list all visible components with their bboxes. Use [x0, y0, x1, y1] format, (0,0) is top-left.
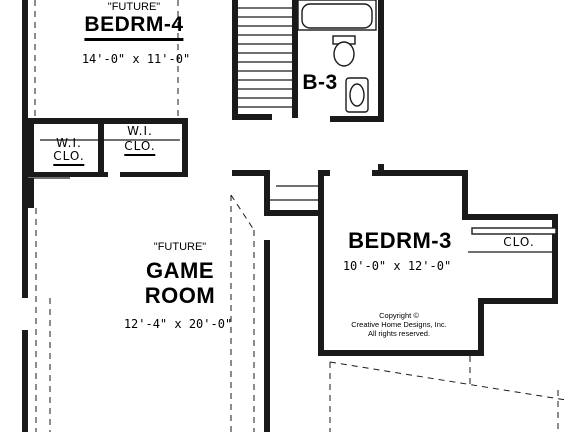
wall-left-exterior — [22, 0, 28, 298]
wall-bedrm3-south — [318, 350, 484, 356]
wall-closet-divider — [98, 124, 104, 174]
wall-left-lower — [22, 330, 28, 432]
wall-bedrm3-west — [318, 216, 324, 356]
wall-closet-bedrm3 — [462, 214, 558, 220]
stair-treads — [238, 7, 292, 108]
wic-right-line1: W.I. — [127, 124, 153, 138]
wic-left-line1: W.I. — [56, 136, 82, 150]
game-room-dims: 12'-4" x 20'-0" — [123, 317, 233, 331]
wall-game-left-partial — [28, 178, 34, 208]
copyright-line3: All rights reserved. — [367, 329, 431, 338]
wall-bedrm4-south — [22, 118, 187, 124]
bedrm3-closet-label: CLO. — [503, 235, 535, 249]
wall-bedrm3-north — [372, 170, 468, 176]
wall-closets-south — [28, 172, 108, 177]
wall-stair-left — [232, 0, 238, 118]
bedrm4-dims: 14'-0" x 11'-0" — [81, 52, 191, 66]
wic-left-line2: CLO. — [53, 149, 85, 166]
wall-closet-right — [182, 118, 188, 174]
bath3-name: B-3 — [302, 71, 338, 94]
copyright-notice: Copyright © Creative Home Designs, Inc. … — [351, 311, 446, 338]
game-room-name-line1: GAME — [146, 258, 214, 283]
bedrm4-name: BEDRM-4 — [84, 13, 184, 41]
sink — [345, 77, 369, 113]
wall-closet-left — [28, 124, 34, 174]
wall-bath-south — [330, 116, 384, 122]
wall-stair-right — [292, 0, 298, 118]
bedrm4-future-label: "FUTURE" — [107, 1, 161, 13]
copyright-line2: Creative Home Designs, Inc. — [351, 320, 447, 329]
wall-hall-east — [264, 176, 270, 216]
toilet — [332, 35, 356, 67]
wall-closets-south-2 — [120, 172, 188, 177]
wall-bath-right — [378, 0, 384, 122]
game-room-future-label: "FUTURE" — [153, 241, 207, 253]
bedrm3-name: BEDRM-3 — [348, 228, 452, 253]
wall-game-north — [232, 170, 270, 176]
wall-hall-west — [264, 240, 270, 432]
game-room-name-line2: ROOM — [144, 283, 216, 308]
copyright-line1: Copyright © — [379, 311, 419, 320]
bedrm3-dims: 10'-0" x 12'-0" — [342, 259, 452, 273]
wic-right-line2: CLO. — [124, 139, 156, 156]
